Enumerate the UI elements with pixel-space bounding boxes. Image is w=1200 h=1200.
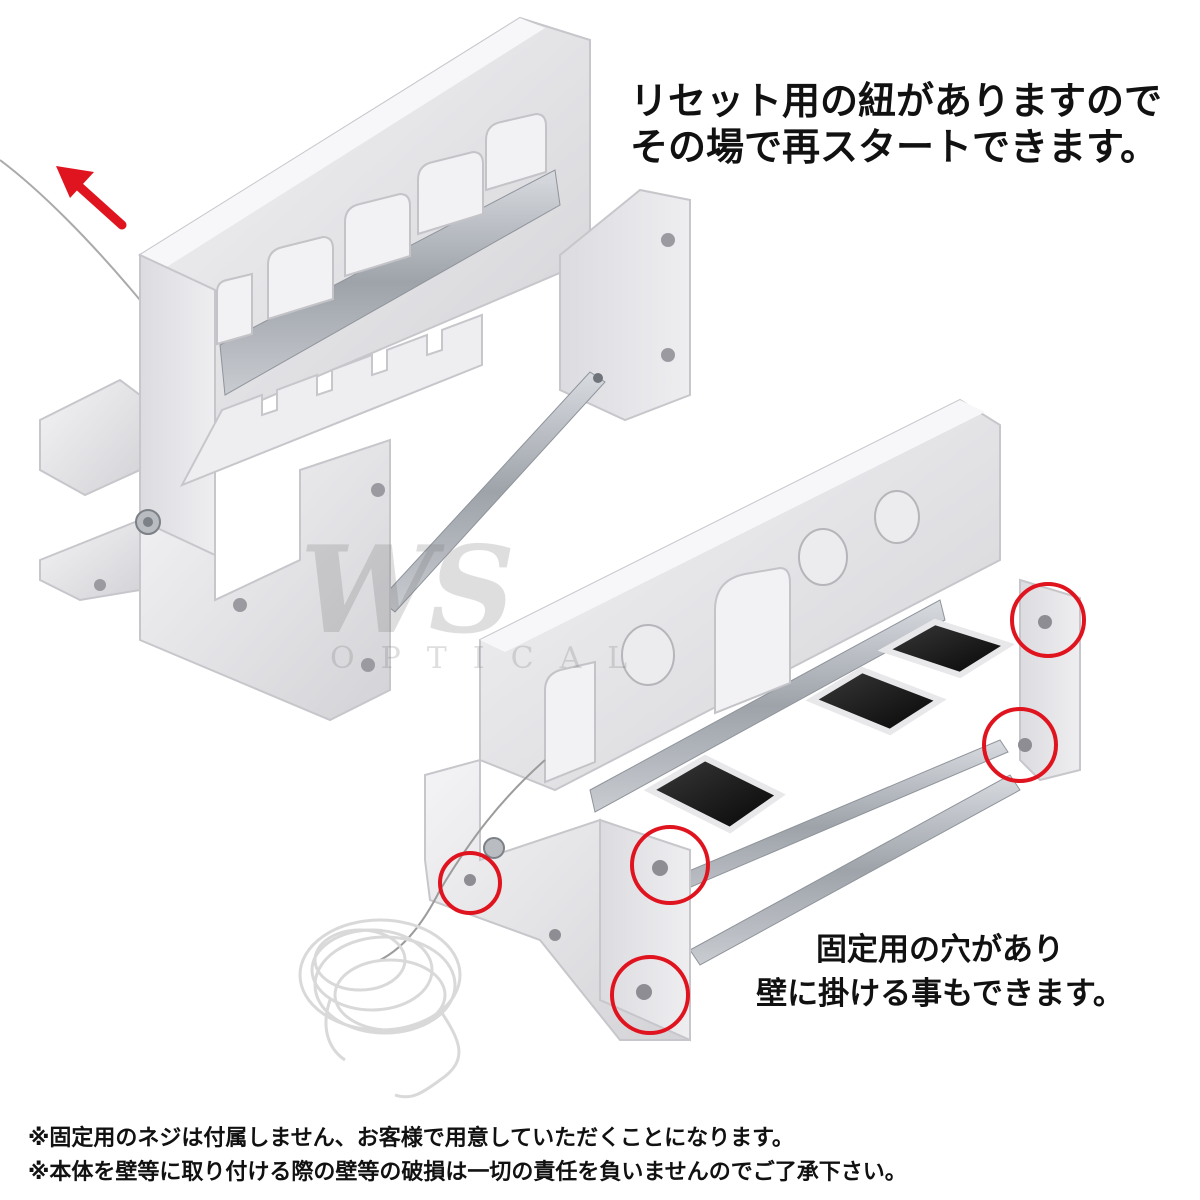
target-device-front-view — [298, 398, 1086, 1099]
disclaimer-notes: ※固定用のネジは付属しません、お客様で用意していただくことになります。 ※本体を… — [28, 1122, 907, 1190]
watermark-logo: WS — [300, 520, 515, 661]
hex-nut-icon — [135, 509, 161, 535]
mount-caption-line1: 固定用の穴があり — [816, 932, 1064, 968]
mount-caption-line2: 壁に掛ける事もできます。 — [756, 976, 1124, 1012]
note-liability: ※本体を壁等に取り付ける際の壁等の破損は一切の責任を負いませんのでご了承下さい。 — [28, 1160, 907, 1185]
reset-caption-line2: その場で再スタートできます。 — [629, 125, 1159, 169]
note-screws: ※固定用のネジは付属しません、お客様で用意していただくことになります。 — [28, 1126, 794, 1151]
rope-coil — [298, 918, 462, 1099]
watermark: WS OPTICAL — [300, 520, 653, 676]
mounting-hole-highlight — [438, 582, 1086, 1035]
watermark-subtext: OPTICAL — [330, 641, 654, 676]
pull-direction-arrow-icon — [56, 166, 127, 230]
mount-caption: 固定用の穴があり 壁に掛ける事もできます。 — [720, 928, 1160, 1016]
reset-caption: リセット用の紐がありますので その場で再スタートできます。 — [630, 78, 1162, 170]
hex-nut-icon — [483, 837, 505, 859]
reset-string — [0, 159, 141, 301]
reset-caption-line1: リセット用の紐がありますので — [629, 79, 1162, 123]
target-device-rear-view — [0, 16, 691, 722]
